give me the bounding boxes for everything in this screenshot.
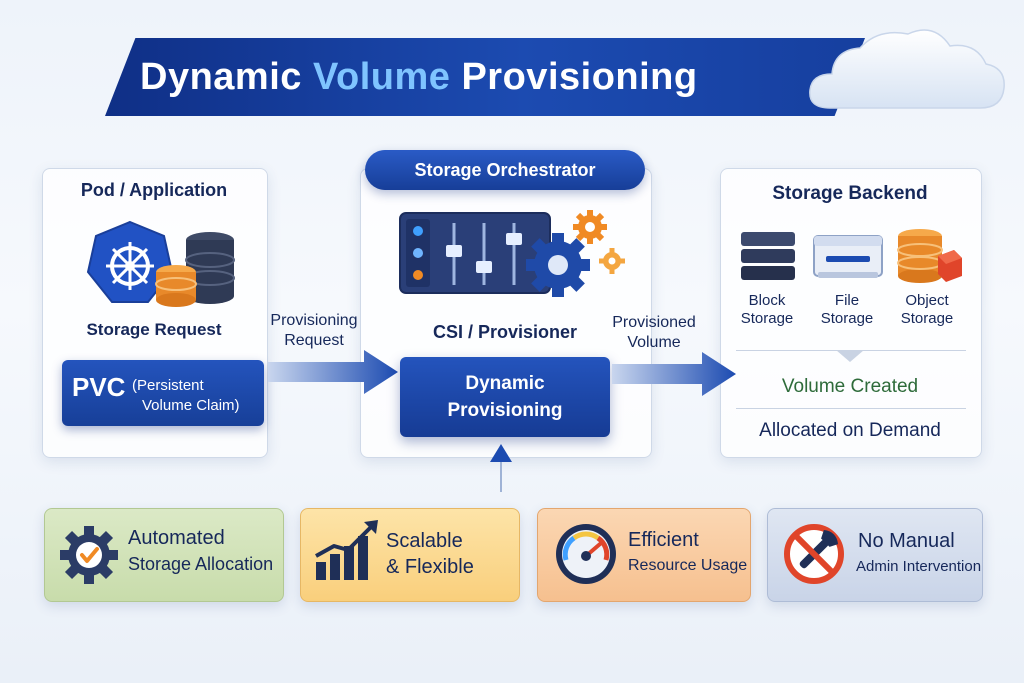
storage-request-label: Storage Request [86, 320, 222, 339]
dynamic-provisioning-line1: Dynamic [465, 373, 545, 394]
file-storage-icon [813, 235, 883, 278]
benefit-scalable-line2: & Flexible [386, 556, 474, 578]
orchestrator-pill [365, 150, 645, 190]
allocated-on-demand-label: Allocated on Demand [759, 420, 941, 441]
benefit-no-manual-line2: Admin Intervention [856, 558, 982, 575]
arrow-right-icon [268, 350, 398, 394]
provisioned-volume-line2: Volume [627, 334, 681, 351]
arrow-right-icon [612, 352, 736, 396]
volume-created-label: Volume Created [781, 376, 919, 397]
dynamic-provisioning-box [400, 357, 610, 437]
object-storage-icon [897, 229, 962, 283]
provisioned-volume-line1: Provisioned [612, 314, 696, 331]
divider [736, 408, 966, 409]
pvc-full-line2: Volume Claim) [142, 397, 240, 414]
page-title: Dynamic Volume Provisioning [140, 56, 698, 98]
connector-arrow-icon [490, 444, 512, 492]
orchestrator-label: Storage Orchestrator [414, 160, 596, 180]
pvc-full-line1: (Persistent [132, 377, 204, 394]
pvc-abbr: PVC [72, 372, 126, 402]
provisioning-request-line2: Request [284, 332, 344, 349]
gear-check-icon [60, 526, 118, 584]
no-wrench-icon [784, 524, 844, 584]
control-panel-gears-icon [399, 210, 625, 297]
backend-heading: Storage Backend [772, 183, 928, 204]
growth-chart-icon [315, 520, 378, 580]
benefit-automated-line1: Automated [128, 527, 225, 549]
benefit-automated-line2: Storage Allocation [128, 554, 274, 574]
pod-heading: Pod / Application [80, 180, 228, 200]
benefit-efficient-line2: Resource Usage [628, 557, 748, 574]
title-banner [105, 38, 865, 116]
chevron-down-icon [836, 350, 864, 362]
block-storage-icon [741, 232, 795, 280]
benefit-efficient-line1: Efficient [628, 529, 699, 551]
gauge-icon [556, 524, 616, 584]
benefit-scalable-line1: Scalable [386, 530, 463, 552]
kubernetes-database-icon [86, 220, 235, 307]
csi-provisioner-label: CSI / Provisioner [432, 322, 578, 342]
cloud-icon [809, 29, 1005, 109]
benefit-no-manual-line1: No Manual [858, 530, 955, 552]
backend-panel [720, 168, 982, 458]
pvc-box [62, 360, 264, 426]
dynamic-provisioning-line2: Provisioning [447, 400, 563, 421]
provisioning-request-line1: Provisioning [270, 312, 358, 329]
